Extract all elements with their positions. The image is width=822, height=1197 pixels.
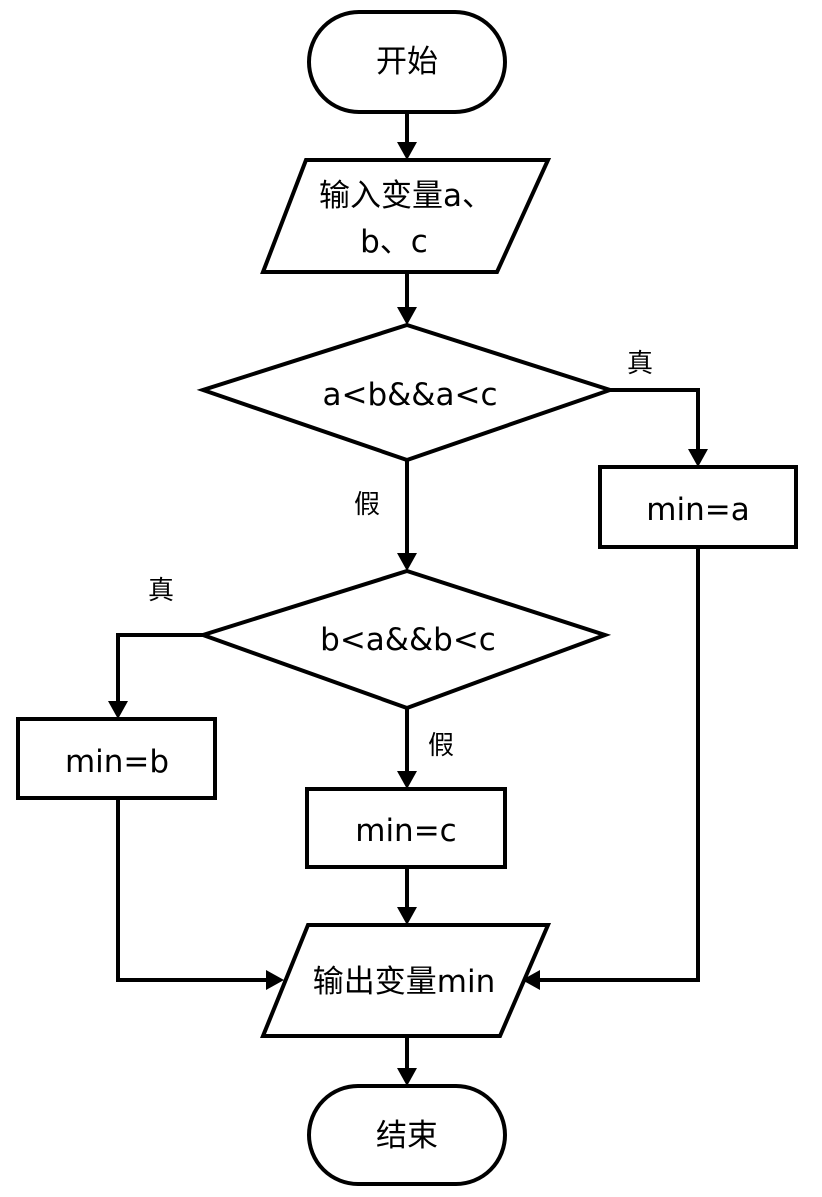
arrowhead-decision2-true xyxy=(108,701,128,719)
assign-c-process xyxy=(305,787,507,869)
arrowhead-start-to-input xyxy=(397,142,417,160)
decision2-label: b<a&&b<c xyxy=(320,622,496,658)
edge-decision2-true-to-assign-b xyxy=(116,633,203,701)
arrowhead-decision1-false xyxy=(397,553,417,571)
assign-a-label: min=a xyxy=(646,492,749,528)
end-label: 结束 xyxy=(376,1118,438,1154)
arrowhead-input-to-decision1 xyxy=(397,307,417,325)
output-parallelogram xyxy=(260,923,552,1038)
arrowhead-decision1-true xyxy=(688,449,708,467)
input-label-line2: b、c xyxy=(360,224,428,260)
decision2-diamond xyxy=(196,568,612,711)
arrowhead-decision2-false xyxy=(397,771,417,789)
input-label-line1: 输入变量a、 xyxy=(319,178,493,214)
start-terminator xyxy=(307,10,507,114)
end-terminator xyxy=(307,1084,507,1186)
assign-c-label: min=c xyxy=(355,813,456,849)
decision1-true-label: 真 xyxy=(627,349,653,379)
input-parallelogram xyxy=(260,158,552,274)
output-label: 输出变量min xyxy=(313,964,495,1000)
edge-assign-a-to-output xyxy=(540,547,700,982)
start-label: 开始 xyxy=(376,44,438,80)
arrowhead-output-to-end xyxy=(397,1068,417,1086)
decision1-label: a<b&&a<c xyxy=(322,377,497,413)
decision1-diamond xyxy=(196,322,617,463)
assign-b-label: min=b xyxy=(65,744,169,780)
decision1-false-label: 假 xyxy=(354,490,380,520)
assign-a-process xyxy=(598,465,798,549)
assign-b-process xyxy=(16,717,217,800)
arrowhead-assign-b-to-output xyxy=(266,970,284,990)
arrowhead-assign-c-to-output xyxy=(397,907,417,925)
edge-assign-b-to-output xyxy=(116,798,266,982)
decision2-true-label: 真 xyxy=(148,576,174,606)
decision2-false-label: 假 xyxy=(428,731,454,761)
edge-decision1-true-to-assign-a xyxy=(610,388,700,449)
arrowhead-assign-a-to-output xyxy=(522,970,540,990)
